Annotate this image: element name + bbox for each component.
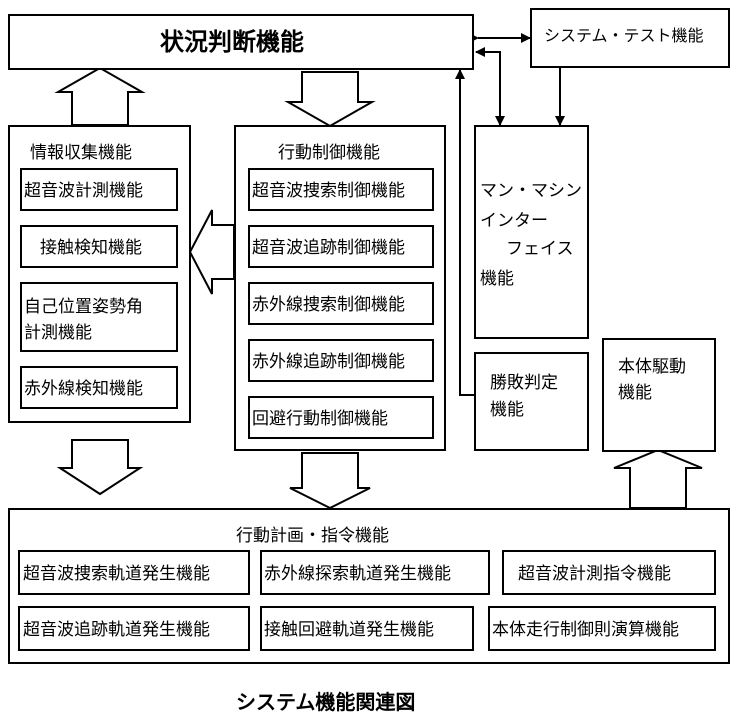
body-drive-box: 本体駆動 機能: [602, 338, 716, 452]
control-item-infrared-track: 赤外線追跡制御機能: [248, 339, 434, 382]
control-item-avoidance: 回避行動制御機能: [248, 396, 434, 439]
plan-item-label: 接触回避軌道発生機能: [264, 620, 434, 640]
control-item-ultrasonic-track: 超音波追跡制御機能: [248, 225, 434, 268]
plan-item-label: 本体走行制御則演算機能: [492, 620, 679, 640]
info-item-ultrasonic-measure: 超音波計測機能: [20, 168, 178, 211]
plan-item-body-travel-control: 本体走行制御則演算機能: [488, 606, 716, 651]
plan-item-label: 赤外線探索軌道発生機能: [264, 564, 451, 584]
body-drive-label: 本体駆動 機能: [618, 357, 686, 403]
plan-item-infrared-search-traj: 赤外線探索軌道発生機能: [260, 550, 490, 595]
arrow-control-to-planning: [289, 452, 371, 510]
info-item-contact-detect: 接触検知機能: [20, 225, 178, 268]
control-item-infrared-search: 赤外線捜索制御機能: [248, 282, 434, 325]
control-item-ultrasonic-search: 超音波捜索制御機能: [248, 168, 434, 211]
plan-item-ultrasonic-track-traj: 超音波追跡軌道発生機能: [18, 606, 250, 651]
man-machine-interface-box: マン・マシン インター フェイス 機能: [474, 125, 589, 339]
arrow-judge-to-situation: [455, 69, 474, 396]
arrow-control-to-info: [188, 209, 235, 295]
mmi-line1: マン・マシン: [480, 181, 582, 201]
info-item-position-attitude: 自己位置姿勢角 計測機能: [20, 282, 178, 352]
situation-judgment-label: 状況判断機能: [160, 28, 304, 56]
info-item-label: 超音波計測機能: [24, 181, 143, 201]
situation-judgment-box: 状況判断機能: [8, 14, 474, 70]
win-loss-judge-box: 勝敗判定 機能: [474, 352, 589, 451]
system-test-box: システム・テスト機能: [530, 8, 730, 68]
info-item-label: 接触検知機能: [40, 238, 142, 258]
arrow-planning-to-body-drive: [613, 448, 703, 509]
plan-item-contact-avoid-traj: 接触回避軌道発生機能: [260, 606, 474, 651]
plan-item-label: 超音波計測指令機能: [518, 564, 671, 584]
mmi-line4: 機能: [480, 269, 514, 289]
plan-item-label: 超音波捜索軌道発生機能: [23, 564, 210, 584]
system-test-label: システム・テスト機能: [544, 26, 704, 45]
action-planning-title: 行動計画・指令機能: [236, 526, 389, 546]
control-item-label: 赤外線追跡制御機能: [252, 352, 405, 372]
arrow-situation-to-control: [284, 71, 376, 128]
control-item-label: 赤外線捜索制御機能: [252, 295, 405, 315]
control-item-label: 超音波追跡制御機能: [252, 238, 405, 258]
info-collection-title: 情報収集機能: [30, 143, 132, 163]
action-control-title: 行動制御機能: [278, 143, 380, 163]
win-loss-judge-label: 勝敗判定 機能: [490, 373, 558, 420]
plan-item-ultrasonic-search-traj: 超音波捜索軌道発生機能: [18, 550, 250, 595]
info-item-infrared-detect: 赤外線検知機能: [20, 366, 178, 409]
mmi-line3: フェイス: [506, 239, 574, 259]
info-item-label: 自己位置姿勢角 計測機能: [24, 297, 143, 343]
plan-item-ultrasonic-measure-cmd: 超音波計測指令機能: [502, 550, 716, 595]
control-item-label: 超音波捜索制御機能: [252, 181, 405, 201]
arrow-info-to-planning: [56, 439, 144, 496]
control-item-label: 回避行動制御機能: [252, 409, 388, 429]
arrow-situation-mmi: [478, 51, 505, 126]
diagram-caption: システム機能関連図: [236, 690, 416, 714]
info-item-label: 赤外線検知機能: [24, 379, 143, 399]
arrow-info-to-situation: [54, 66, 146, 126]
mmi-line2: インター: [480, 211, 548, 231]
plan-item-label: 超音波追跡軌道発生機能: [23, 620, 210, 640]
